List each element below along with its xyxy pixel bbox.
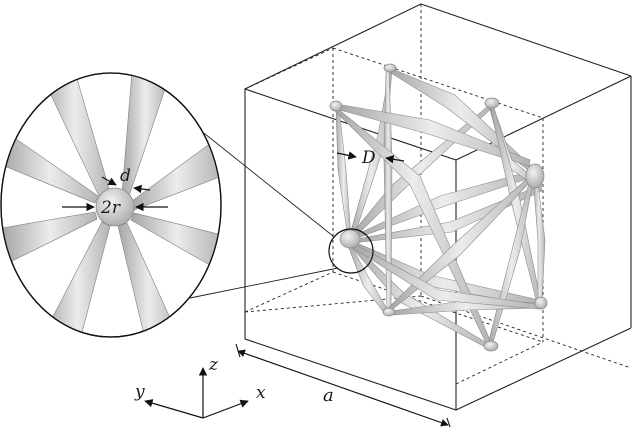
label-d: d [120, 166, 131, 186]
node-sphere [534, 296, 548, 310]
zoom-inset [0, 72, 222, 338]
node-sphere [329, 100, 343, 112]
strut [335, 107, 352, 239]
label-y: y [134, 382, 145, 402]
node-sphere [484, 97, 500, 109]
node-sphere [383, 63, 397, 73]
label-a: a [323, 385, 334, 406]
zoom-ellipse-outline [0, 72, 222, 338]
magnifier-circle [328, 228, 374, 274]
node-sphere [525, 163, 545, 189]
lattice-struts [333, 67, 546, 350]
node-sphere [339, 229, 361, 249]
lattice-nodes [329, 63, 548, 352]
label-z: z [208, 355, 219, 375]
zoom-node-sphere [95, 187, 135, 227]
label-D: D [361, 148, 376, 168]
label-x: x [256, 383, 266, 403]
node-sphere [382, 307, 396, 317]
zoom-connectors [189, 121, 339, 299]
dimension-a [235, 343, 451, 428]
node-sphere [483, 340, 499, 352]
dimension-d [101, 176, 151, 194]
coordinate-axes [144, 367, 249, 419]
label-2r: 2r [100, 198, 121, 218]
dimension-D [336, 151, 405, 164]
